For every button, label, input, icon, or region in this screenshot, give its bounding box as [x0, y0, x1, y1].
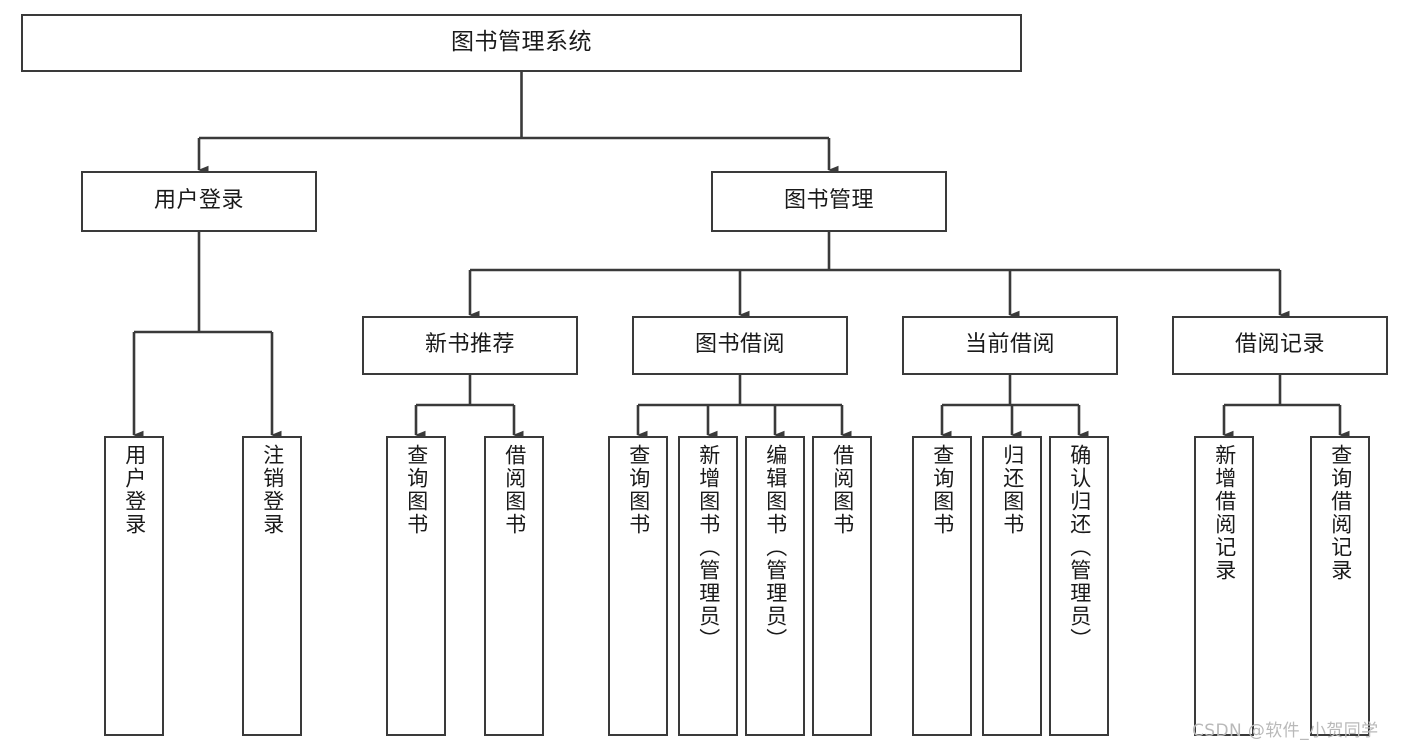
node-leaf-10[interactable]: 确认归还（管理员） — [1049, 436, 1109, 736]
node-label: 借阅记录 — [1234, 332, 1325, 358]
node-label: 查询图书 — [626, 444, 651, 536]
node-label: 用户登录 — [153, 188, 244, 214]
node-leaf-11[interactable]: 新增借阅记录 — [1194, 436, 1254, 736]
node-label: 新增图书（管理员） — [696, 444, 721, 651]
node-label: 新书推荐 — [424, 332, 515, 358]
node-label: 借阅图书 — [502, 444, 527, 536]
node-label: 编辑图书（管理员） — [763, 444, 788, 651]
node-label: 注销登录 — [260, 444, 285, 536]
csdn-watermark: CSDN @软件_小贺同学 — [1192, 721, 1379, 741]
node-l1-0[interactable]: 用户登录 — [81, 171, 317, 232]
node-label: 图书借阅 — [694, 332, 785, 358]
node-l1-1[interactable]: 图书管理 — [711, 171, 947, 232]
node-label: 查询图书 — [404, 444, 429, 536]
node-label: 查询图书 — [930, 444, 955, 536]
node-l2-2[interactable]: 当前借阅 — [902, 316, 1118, 375]
node-label: 图书管理系统 — [451, 29, 592, 56]
node-leaf-4[interactable]: 查询图书 — [608, 436, 668, 736]
node-leaf-7[interactable]: 借阅图书 — [812, 436, 872, 736]
node-label: 归还图书 — [1000, 444, 1025, 536]
node-leaf-6[interactable]: 编辑图书（管理员） — [745, 436, 805, 736]
node-label: 当前借阅 — [964, 332, 1055, 358]
node-l2-1[interactable]: 图书借阅 — [632, 316, 848, 375]
node-l2-0[interactable]: 新书推荐 — [362, 316, 578, 375]
node-leaf-0[interactable]: 用户登录 — [104, 436, 164, 736]
node-leaf-12[interactable]: 查询借阅记录 — [1310, 436, 1370, 736]
node-leaf-8[interactable]: 查询图书 — [912, 436, 972, 736]
node-l2-3[interactable]: 借阅记录 — [1172, 316, 1388, 375]
node-label: 确认归还（管理员） — [1067, 444, 1092, 651]
node-leaf-3[interactable]: 借阅图书 — [484, 436, 544, 736]
node-leaf-9[interactable]: 归还图书 — [982, 436, 1042, 736]
node-root[interactable]: 图书管理系统 — [21, 14, 1022, 72]
node-label: 借阅图书 — [830, 444, 855, 536]
node-label: 图书管理 — [783, 188, 874, 214]
node-label: 查询借阅记录 — [1328, 444, 1353, 582]
node-label: 新增借阅记录 — [1212, 444, 1237, 582]
node-leaf-1[interactable]: 注销登录 — [242, 436, 302, 736]
edge-paths — [132, 72, 1350, 440]
node-leaf-5[interactable]: 新增图书（管理员） — [678, 436, 738, 736]
node-leaf-2[interactable]: 查询图书 — [386, 436, 446, 736]
node-label: 用户登录 — [122, 444, 147, 536]
